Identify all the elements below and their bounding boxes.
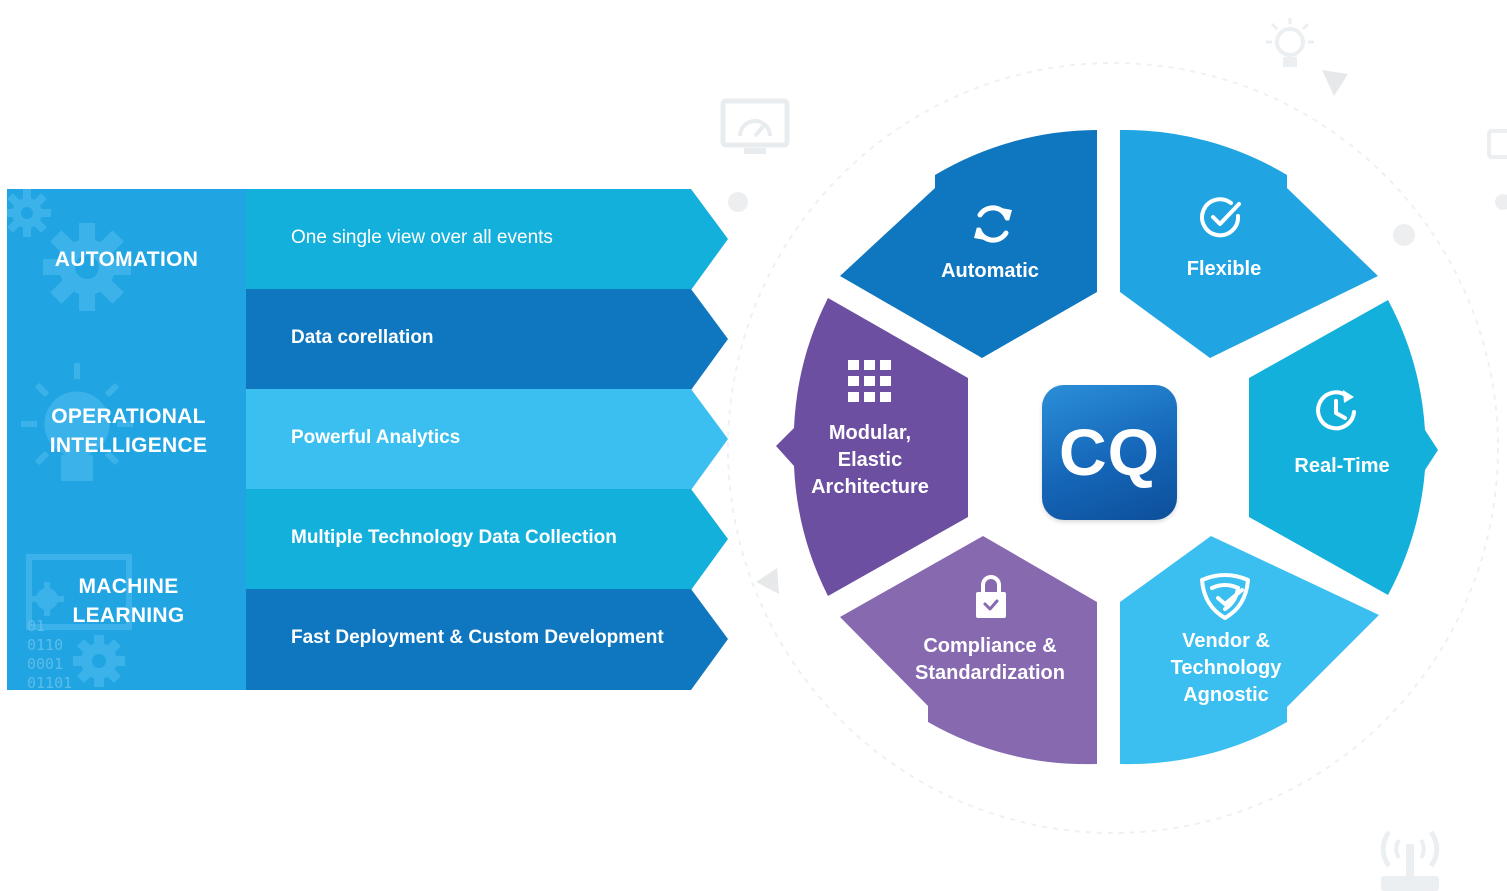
segment-label-flexible: Flexible — [1186, 258, 1262, 280]
feature-band-arrow — [246, 289, 728, 390]
category-panel: 01 0110 0001 01101 AUTOMATION OPERATIONA… — [7, 189, 246, 690]
category-automation-label: AUTOMATION — [54, 248, 199, 271]
lock-icon — [976, 575, 1006, 618]
segment-label-compliance: Compliance & Standardization — [914, 635, 1065, 684]
feature-label: Data corellation — [291, 327, 434, 348]
feature-band-arrow — [246, 489, 728, 590]
refresh-icon — [974, 205, 1012, 243]
feature-band-arrow — [246, 189, 728, 290]
segment-label-modular: Modular, Elastic Architecture — [811, 422, 929, 498]
cq-logo: CQ — [1042, 385, 1177, 520]
cq-logo-text: CQ — [1059, 415, 1160, 489]
shield-icon — [1200, 573, 1250, 620]
feature-label: One single view over all events — [291, 227, 553, 248]
feature-band-data-correlation: Data corellation — [246, 289, 728, 390]
monitor-gears-bg-icon — [26, 554, 132, 687]
lightbulb-bg-icon — [21, 363, 133, 481]
monitor-gauge-icon — [720, 98, 790, 154]
feature-band-data-collection: Multiple Technology Data Collection — [246, 489, 728, 590]
feature-band-arrow — [246, 389, 728, 490]
category-operational-intelligence: OPERATIONAL INTELLIGENCE — [9, 402, 246, 460]
segment-label-vendor-agnostic: Vendor & Technology Agnostic — [1170, 630, 1282, 706]
feature-band-single-view: One single view over all events — [246, 189, 728, 290]
grid-icon — [848, 360, 891, 402]
category-automation: AUTOMATION — [7, 245, 246, 274]
feature-band-fast-deployment: Fast Deployment & Custom Development — [246, 589, 728, 690]
category-operational-intelligence-label: OPERATIONAL INTELLIGENCE — [49, 405, 208, 457]
wireless-router-icon — [1380, 830, 1440, 891]
clock-icon — [1316, 390, 1356, 431]
feature-band-arrow — [246, 589, 728, 690]
feature-band-powerful-analytics: Powerful Analytics — [246, 389, 728, 490]
wheel-segment-compliance — [840, 536, 1097, 765]
check-circle-icon — [1200, 197, 1241, 238]
feature-label: Multiple Technology Data Collection — [291, 527, 617, 548]
wheel-segment-real-time — [1249, 300, 1438, 595]
feature-label: Fast Deployment & Custom Development — [291, 627, 664, 648]
segment-label-automatic: Automatic — [941, 260, 1039, 282]
category-machine-learning-label: MACHINE LEARNING — [72, 575, 185, 627]
wheel-segment-modular — [776, 298, 968, 596]
category-machine-learning: MACHINE LEARNING — [9, 572, 246, 630]
binary-text: 01 0110 0001 01101 — [27, 617, 73, 690]
wheel-segment-automatic — [840, 130, 1097, 358]
wheel-segment-flexible — [1120, 129, 1378, 358]
segment-label-real-time: Real-Time — [1294, 455, 1390, 477]
gears-icon — [7, 189, 131, 311]
feature-label: Powerful Analytics — [291, 427, 461, 448]
wheel-segment-vendor-agnostic — [1120, 536, 1379, 765]
monitor-partial-icon — [1487, 129, 1507, 159]
lightbulb-icon — [1266, 18, 1314, 67]
